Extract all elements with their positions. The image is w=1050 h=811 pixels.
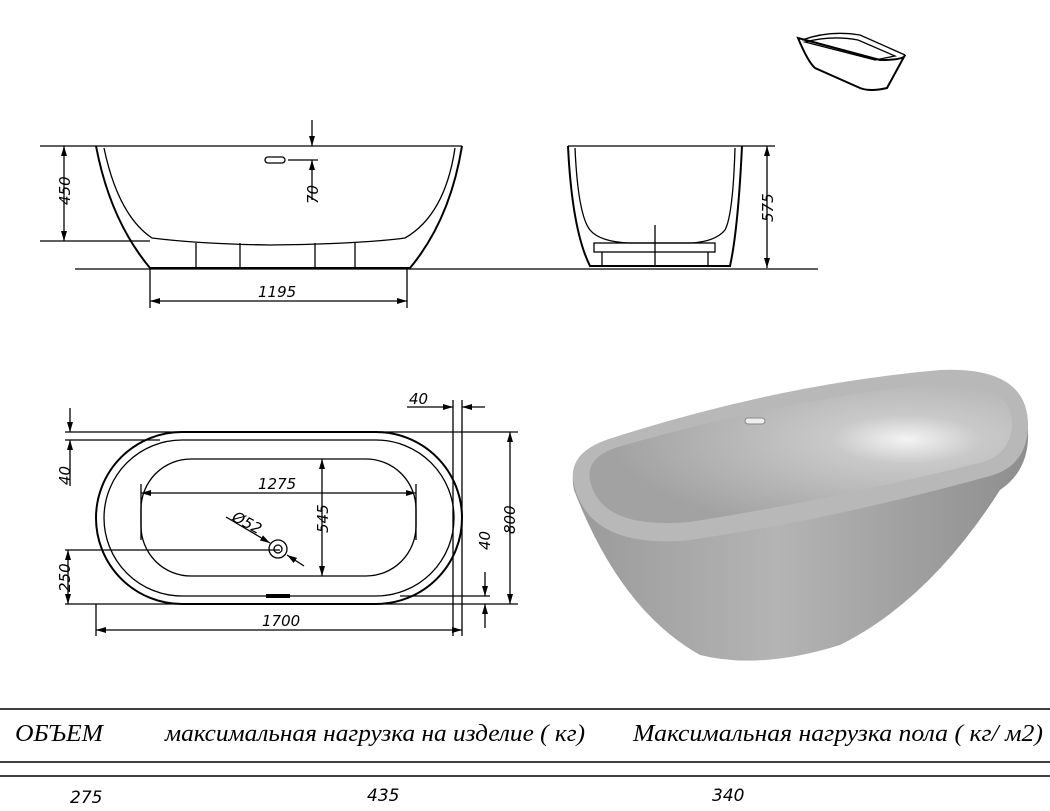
dim-drain-diameter: Ø52 — [228, 507, 265, 538]
dim-rim-side: 40 — [476, 531, 494, 550]
specs-table: ОБЪЕМ максимальная нагрузка на изделие (… — [0, 708, 1050, 808]
dim-total-width: 800 — [501, 505, 519, 534]
dim-end-height: 575 — [759, 193, 777, 222]
overflow-render-icon — [744, 417, 766, 425]
dim-rim-left: 40 — [56, 466, 74, 485]
dim-drain-offset: 250 — [56, 563, 74, 592]
overflow-icon — [264, 156, 286, 164]
bathtub-3d-render — [572, 369, 1029, 661]
dim-overflow-offset: 70 — [304, 185, 322, 204]
dim-rim-right: 40 — [409, 390, 428, 408]
plan-view: 40 40 40 800 250 1275 545 Ø52 1700 — [56, 390, 519, 636]
bathtub-3d-thumbnail-icon — [796, 32, 906, 91]
dim-total-length: 1700 — [262, 612, 300, 630]
dim-basin-width: 545 — [314, 504, 332, 533]
dim-front-height: 450 — [56, 176, 74, 205]
header-max-load-product: максимальная нагрузка на изделие ( кг) — [164, 721, 585, 747]
value-max-load-floor: 340 — [712, 786, 744, 806]
header-max-load-floor: Максимальная нагрузка пола ( кг/ м2) — [632, 721, 1043, 747]
value-volume: 275 — [70, 788, 102, 808]
value-max-load-product: 435 — [367, 786, 399, 806]
dim-base-length: 1195 — [258, 283, 296, 301]
dim-basin-length: 1275 — [258, 475, 296, 493]
header-volume: ОБЪЕМ — [15, 721, 105, 747]
overflow-plan-icon — [266, 594, 290, 598]
drain-icon — [268, 539, 288, 559]
front-view: 450 70 1195 — [40, 120, 818, 308]
end-view: 575 — [567, 145, 777, 268]
